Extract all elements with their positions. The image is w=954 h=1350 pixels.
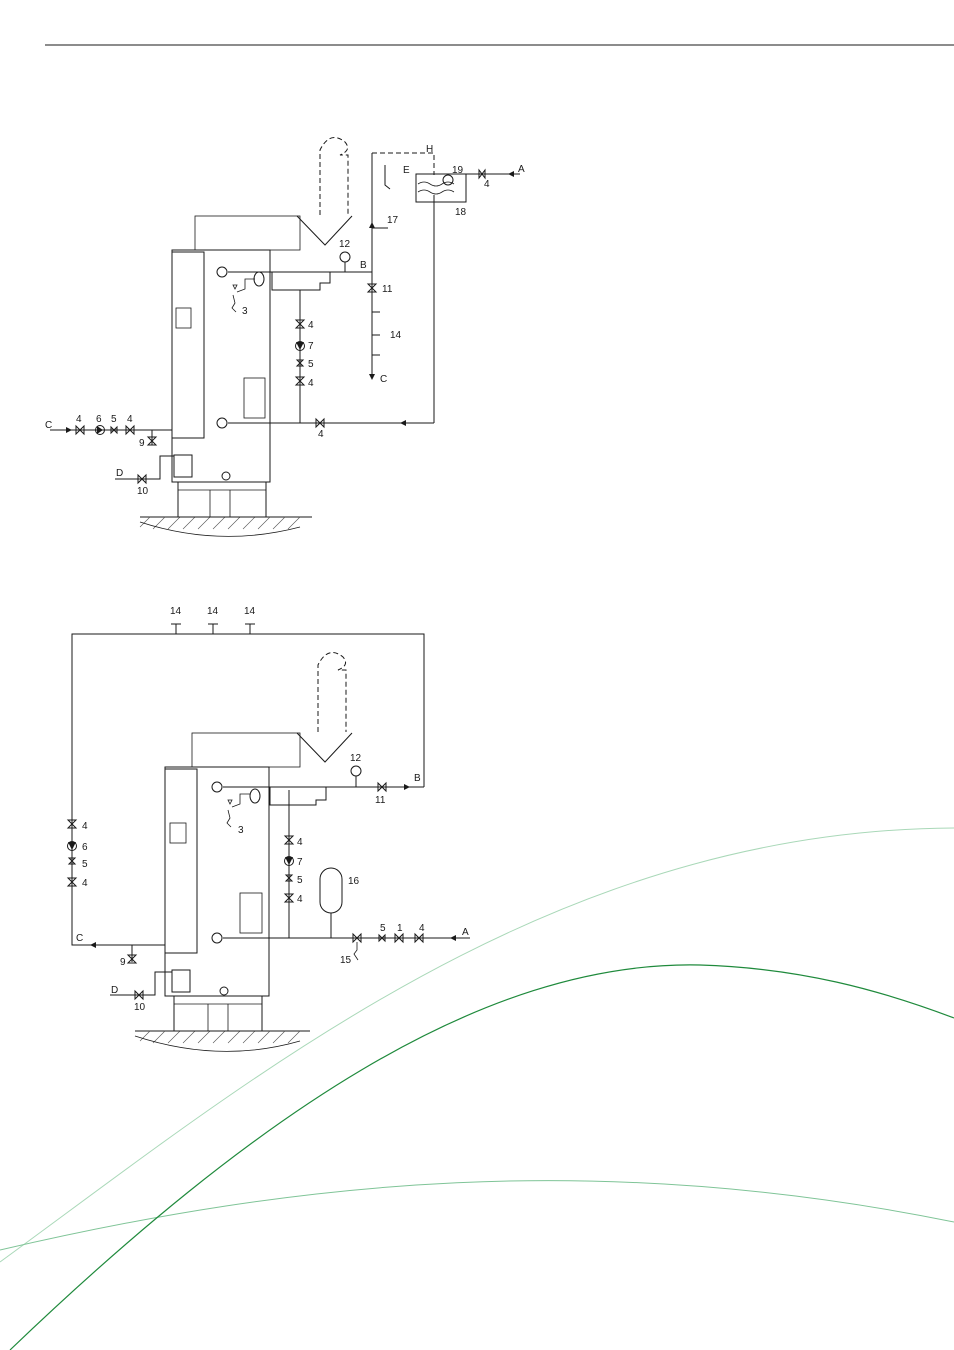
label-4eb: 4 [419, 923, 425, 934]
label-B: B [360, 260, 367, 271]
label-11: 11 [382, 284, 393, 295]
label-Cb: C [76, 933, 83, 944]
label-3: 3 [242, 306, 248, 317]
label-5d: 5 [380, 923, 386, 934]
boiler-front-panel [172, 252, 204, 438]
label-14b: 14 [207, 606, 219, 617]
label-E: E [403, 165, 410, 176]
label-7b: 7 [297, 857, 303, 868]
label-16: 16 [348, 876, 360, 887]
label-4b: 4 [127, 414, 133, 425]
label-9b: 9 [120, 957, 126, 968]
label-4f: 4 [484, 179, 490, 190]
label-5: 5 [111, 414, 117, 425]
label-C-out: C [380, 374, 387, 385]
floor-bottom [135, 1031, 310, 1051]
diagram-bottom: 14 14 14 12 B 11 4 6 5 4 C 9 D 10 3 4 7 … [68, 606, 471, 1051]
label-14: 14 [390, 330, 402, 341]
label-12b: 12 [350, 753, 362, 764]
label-5bb: 5 [82, 859, 88, 870]
boiler-front-panel-bottom [165, 769, 197, 953]
label-4e: 4 [318, 429, 324, 440]
label-3b: 3 [238, 825, 244, 836]
label-4c: 4 [308, 320, 314, 331]
boiler-body-bottom [165, 767, 269, 996]
boiler-base [178, 482, 266, 517]
label-10: 10 [137, 486, 149, 497]
label-6b: 6 [82, 842, 88, 853]
label-11b: 11 [375, 795, 386, 806]
label-4a: 4 [76, 414, 82, 425]
label-D: D [116, 468, 123, 479]
label-18: 18 [455, 207, 467, 218]
label-4bb: 4 [82, 878, 88, 889]
label-9: 9 [139, 438, 145, 449]
label-A: A [518, 164, 525, 175]
label-4cb: 4 [297, 837, 303, 848]
label-17: 17 [387, 215, 399, 226]
label-H: H [426, 144, 433, 155]
label-14c: 14 [244, 606, 256, 617]
label-7: 7 [308, 341, 314, 352]
label-Db: D [111, 985, 118, 996]
label-Bb: B [414, 773, 421, 784]
label-4d: 4 [308, 378, 314, 389]
floor-top [140, 517, 312, 536]
label-12: 12 [339, 239, 351, 250]
label-4db: 4 [297, 894, 303, 905]
label-6: 6 [96, 414, 102, 425]
decorative-curves [0, 828, 954, 1350]
label-1: 1 [397, 923, 403, 934]
label-14a: 14 [170, 606, 182, 617]
diagram-top: C 4 6 5 4 9 D 10 3 12 B 4 7 5 4 4 11 14 … [45, 138, 525, 537]
label-5cb: 5 [297, 875, 303, 886]
label-Ab: A [462, 927, 469, 938]
label-15: 15 [340, 955, 352, 966]
label-4ab: 4 [82, 821, 88, 832]
label-19: 19 [452, 165, 464, 176]
label-5b: 5 [308, 359, 314, 370]
label-10b: 10 [134, 1002, 146, 1013]
label-C: C [45, 420, 52, 431]
boiler-body [172, 250, 270, 482]
boiler-base-bottom [174, 996, 262, 1031]
